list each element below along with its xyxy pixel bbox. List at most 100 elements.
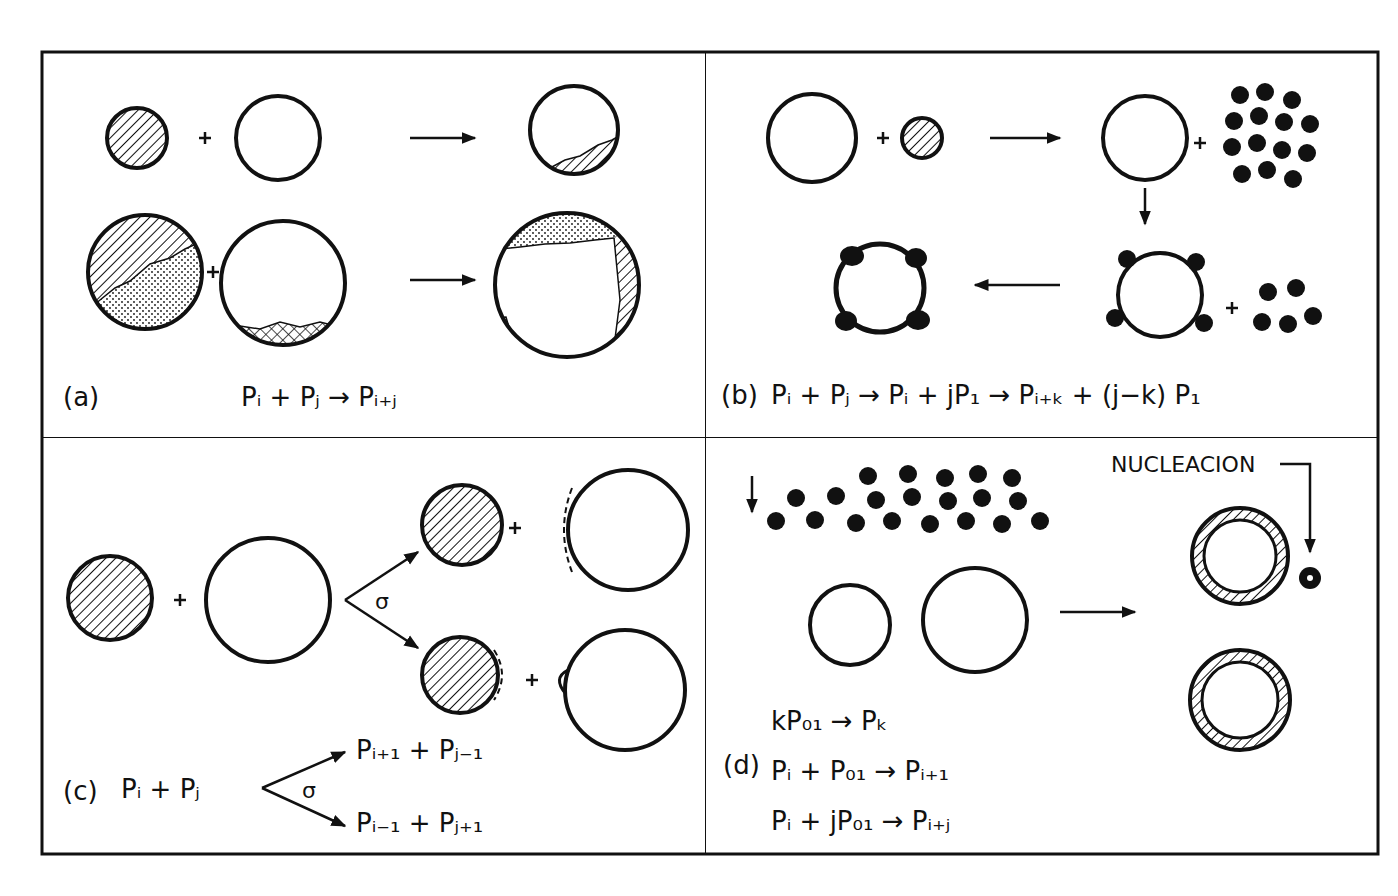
reaction-equation: Pᵢ + Pⱼ → Pᵢ₊ⱼ <box>241 383 397 412</box>
fragmentation-illustration <box>905 248 927 268</box>
fragmentation-illustration <box>1275 113 1293 131</box>
reaction-equation: Pᵢ + jP₀₁ → Pᵢ₊ⱼ <box>771 807 950 836</box>
exchange-illustration <box>565 630 685 750</box>
condensation-illustration <box>810 585 890 665</box>
fragmentation-illustration <box>877 132 889 144</box>
condensation-illustration <box>1190 650 1290 750</box>
condensation-illustration <box>1190 650 1290 750</box>
coalescence-illustration <box>207 266 219 278</box>
condensation-illustration <box>806 511 824 529</box>
fragmentation-illustration <box>1253 313 1271 331</box>
fragmentation-illustration <box>835 246 930 331</box>
condensation-illustration <box>867 491 885 509</box>
condensation-illustration <box>1060 611 1135 614</box>
condensation-illustration <box>899 465 917 483</box>
panel-letter: (d) <box>723 751 760 780</box>
coalescence-illustration <box>493 211 642 362</box>
exchange-illustration <box>422 485 502 565</box>
fragmentation-illustration <box>1250 107 1268 125</box>
condensation-illustration <box>752 464 1321 750</box>
condensation-illustration <box>787 489 805 507</box>
fragmentation-illustration <box>1103 96 1187 180</box>
condensation-illustration <box>921 515 939 533</box>
fragmentation-illustration <box>990 137 1060 140</box>
fragmentation-illustration <box>1258 161 1276 179</box>
exchange-illustration <box>568 470 688 590</box>
fragmentation-illustration <box>1287 279 1305 297</box>
fragmentation-illustration <box>1225 112 1243 130</box>
reaction-equation: Pᵢ + P₀₁ → Pᵢ₊₁ <box>771 757 949 786</box>
condensation-illustration <box>936 469 954 487</box>
condensation-illustration <box>923 568 1027 672</box>
fragmentation-illustration <box>1118 250 1136 268</box>
reaction-product: Pᵢ₋₁ + Pⱼ₊₁ <box>356 809 483 838</box>
fragmentation-illustration <box>1248 134 1266 152</box>
coalescence-illustration <box>107 108 167 168</box>
fragmentation-illustration <box>1194 137 1206 149</box>
coalescence-illustration <box>493 317 540 362</box>
exchange-illustration <box>68 470 688 826</box>
coalescence-illustration <box>199 132 211 144</box>
fragmentation-illustration <box>1223 83 1319 188</box>
fragmentation-illustration <box>1106 250 1213 332</box>
condensation-illustration <box>969 465 987 483</box>
condensation-illustration <box>1031 512 1049 530</box>
fragmentation-illustration <box>1187 253 1205 271</box>
fragmentation-illustration <box>1195 314 1213 332</box>
fragmentation-illustration <box>906 310 930 330</box>
exchange-illustration <box>422 637 498 713</box>
condensation-illustration <box>847 514 865 532</box>
coalescence-illustration <box>86 212 205 312</box>
panel: (d)NUCLEACIONkP₀₁ → PₖPᵢ + P₀₁ → Pᵢ₊₁Pᵢ … <box>705 437 1378 854</box>
outer-frame <box>42 52 1378 854</box>
fragmentation-illustration <box>1233 165 1251 183</box>
condensation-illustration <box>1009 492 1027 510</box>
rate-symbol: σ <box>375 590 389 614</box>
condensation-illustration <box>1192 508 1288 604</box>
fragmentation-illustration <box>1284 170 1302 188</box>
fragmentation-illustration <box>1283 91 1301 109</box>
exchange-illustration <box>526 674 538 686</box>
condensation-illustration <box>883 512 901 530</box>
fragmentation-illustration <box>902 118 942 158</box>
fragmentation-illustration <box>840 246 864 266</box>
coalescence-illustration <box>86 86 642 362</box>
fragmentation-illustration <box>768 94 856 182</box>
coalescence-illustration <box>410 137 475 140</box>
rate-symbol: σ <box>302 779 316 803</box>
coalescence-illustration <box>410 279 475 282</box>
panel-letter: (a) <box>63 383 99 412</box>
condensation-illustration <box>1204 520 1276 592</box>
fragmentation-illustration <box>835 311 857 331</box>
coalescence-illustration <box>612 238 620 362</box>
fragmentation-illustration <box>1279 315 1297 333</box>
fragmentation-illustration <box>1259 283 1277 301</box>
fragmentation-illustration <box>1273 141 1291 159</box>
condensation-illustration <box>903 488 921 506</box>
condensation-illustration <box>1192 508 1288 604</box>
coalescence-illustration <box>495 213 639 357</box>
fragmentation-illustration <box>1304 307 1322 325</box>
condensation-illustration <box>1202 662 1278 738</box>
fragmentation-illustration <box>1301 115 1319 133</box>
coalescence-illustration <box>530 86 618 174</box>
exchange-illustration <box>68 556 152 640</box>
exchange-illustration <box>564 488 572 572</box>
fragmentation-illustration <box>768 83 1322 337</box>
condensation-illustration <box>1307 575 1313 581</box>
reaction-equation: Pᵢ + Pⱼ → Pᵢ + jP₁ → Pᵢ₊ₖ + (j−k) P₁ <box>771 381 1201 410</box>
coalescence-illustration <box>86 212 205 329</box>
condensation-illustration <box>939 492 957 510</box>
exchange-illustration <box>206 538 330 662</box>
condensation-illustration <box>1299 567 1321 589</box>
condensation-illustration <box>827 487 845 505</box>
panel: (a) Pᵢ + Pⱼ → Pᵢ₊ⱼ <box>42 52 706 438</box>
coalescence-illustration <box>236 96 320 180</box>
fragmentation-illustration <box>1256 83 1274 101</box>
coalescence-illustration <box>493 317 540 362</box>
fragmentation-illustration <box>1231 86 1249 104</box>
exchange-illustration <box>509 522 521 534</box>
coalescence-illustration <box>88 215 202 329</box>
condensation-illustration <box>767 512 785 530</box>
coalescence-illustration <box>221 221 345 345</box>
